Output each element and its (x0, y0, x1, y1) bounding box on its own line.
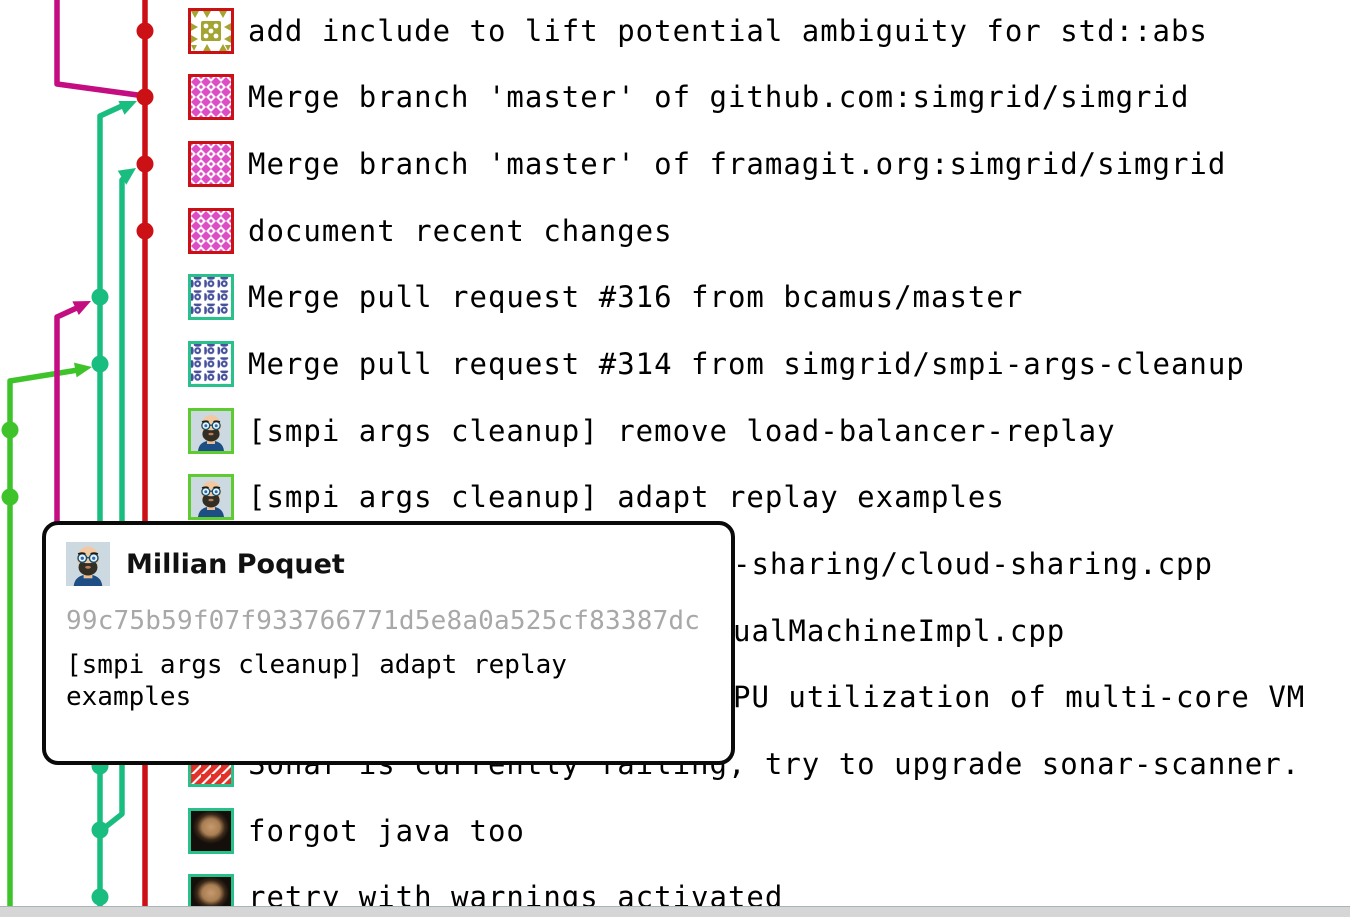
avatar-identicon-blue (188, 341, 234, 387)
arrowhead-magenta (72, 301, 91, 315)
commit-message[interactable]: document recent changes (248, 214, 673, 248)
avatar-identicon-pink (188, 141, 234, 187)
avatar-identicon-pink (188, 74, 234, 120)
commit-dots (1, 22, 154, 906)
avatar-identicon-pink (188, 208, 234, 254)
avatar-identicon-blue (188, 274, 234, 320)
commit-graph (1, 0, 154, 906)
branch-lines (7, 0, 148, 906)
arrowhead-green (74, 362, 92, 378)
commit-dot (136, 88, 154, 106)
commit-dot (1, 488, 19, 506)
branch-line-magenta-upper (54, 0, 146, 99)
arrowhead-teal-b (117, 168, 136, 185)
commit-message[interactable]: Merge pull request #316 from bcamus/mast… (248, 280, 1024, 314)
commit-message-partial[interactable]: ualMachineImpl.cpp (733, 614, 1066, 648)
commit-message[interactable]: Merge branch 'master' of framagit.org:si… (248, 147, 1227, 181)
avatar-photo (188, 808, 234, 854)
merge-arrowheads (72, 101, 137, 378)
commit-message[interactable]: add include to lift potential ambiguity … (248, 14, 1208, 48)
arrowhead-teal-a (118, 101, 137, 115)
avatar-cartoon-poquet (188, 408, 234, 454)
commit-dot (1, 421, 19, 439)
tooltip-commit-message: [smpi args cleanup] adapt replay example… (66, 650, 567, 712)
branch-line-magenta-lower (54, 303, 83, 530)
commit-tooltip: Millian Poquet 99c75b59f07f933766771d5e8… (42, 521, 735, 765)
commit-message[interactable]: Merge pull request #314 from simgrid/smp… (248, 347, 1245, 381)
commit-message[interactable]: [smpi args cleanup] remove load-balancer… (248, 414, 1116, 448)
commit-hash: 99c75b59f07f933766771d5e8a0a525cf83387dc (66, 606, 701, 636)
commit-message[interactable]: Merge branch 'master' of github.com:simg… (248, 80, 1190, 114)
commit-dot (136, 222, 154, 240)
commit-message[interactable]: [smpi args cleanup] adapt replay example… (248, 480, 1005, 514)
avatar-identicon-olive (188, 8, 234, 54)
commit-dot (91, 355, 109, 373)
tooltip-header: Millian Poquet (66, 542, 711, 586)
commit-message-partial[interactable]: PU utilization of multi-core VM (733, 680, 1306, 714)
author-name: Millian Poquet (126, 548, 345, 580)
author-avatar (66, 542, 110, 586)
commit-dot (91, 288, 109, 306)
commit-message-partial[interactable]: -sharing/cloud-sharing.cpp (733, 547, 1213, 581)
commit-dot (136, 155, 154, 173)
commit-dot (91, 888, 109, 906)
commit-message[interactable]: forgot java too (248, 814, 525, 848)
commit-dot (136, 22, 154, 40)
avatar-cartoon-poquet (188, 474, 234, 520)
horizontal-scrollbar[interactable] (0, 906, 1350, 917)
commit-dot (91, 821, 109, 839)
